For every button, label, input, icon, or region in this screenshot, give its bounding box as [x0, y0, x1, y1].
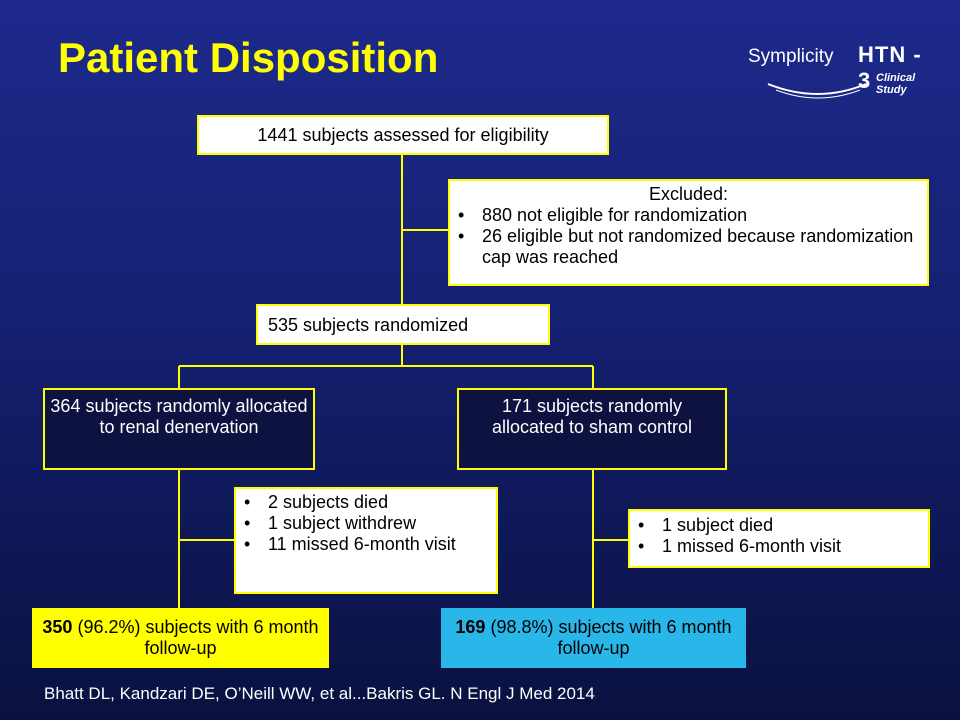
- renal-loss-item: 2 subjects died: [236, 492, 490, 513]
- excluded-item: 880 not eligible for randomization: [450, 205, 927, 226]
- renal-denervation-label: 364 subjects randomly allocated to renal…: [50, 396, 308, 437]
- logo-study: HTN - 3: [858, 42, 922, 93]
- renal-losses-box: 2 subjects died 1 subject withdrew 11 mi…: [234, 487, 498, 594]
- renal-denervation-box: 364 subjects randomly allocated to renal…: [43, 388, 315, 470]
- renal-followup-label: (96.2%) subjects with 6 month follow-up: [72, 617, 319, 658]
- renal-followup-count: 350: [42, 617, 73, 637]
- randomized-label: 535 subjects randomized: [268, 315, 469, 335]
- sham-losses-box: 1 subject died 1 missed 6-month visit: [628, 509, 930, 568]
- sham-loss-item: 1 missed 6-month visit: [630, 536, 928, 557]
- excluded-heading: Excluded:: [648, 184, 729, 204]
- sham-control-label: 171 subjects randomly allocated to sham …: [491, 396, 693, 437]
- excluded-box: Excluded: 880 not eligible for randomiza…: [448, 179, 929, 286]
- logo-swoosh-icon: [767, 83, 867, 99]
- logo-brand: Symplicity: [748, 46, 834, 67]
- citation: Bhatt DL, Kandzari DE, O’Neill WW, et al…: [44, 684, 595, 703]
- renal-followup-box: 350 (96.2%) subjects with 6 month follow…: [32, 608, 329, 668]
- renal-loss-item: 11 missed 6-month visit: [236, 534, 490, 555]
- sham-followup-count: 169: [455, 617, 486, 637]
- sham-followup-label: (98.8%) subjects with 6 month follow-up: [485, 617, 732, 658]
- renal-loss-item: 1 subject withdrew: [236, 513, 490, 534]
- assessed-box: 1441 subjects assessed for eligibility: [197, 115, 609, 155]
- symplicity-logo: Symplicity HTN - 3 Clinical Study: [748, 40, 938, 104]
- sham-loss-item: 1 subject died: [630, 515, 928, 536]
- sham-followup-box: 169 (98.8%) subjects with 6 month follow…: [441, 608, 746, 668]
- sham-control-box: 171 subjects randomly allocated to sham …: [457, 388, 727, 470]
- assessed-label: 1441 subjects assessed for eligibility: [257, 125, 549, 145]
- logo-sub: Clinical Study: [876, 72, 916, 96]
- randomized-box: 535 subjects randomized: [256, 304, 550, 345]
- excluded-item: 26 eligible but not randomized because r…: [450, 226, 927, 268]
- page-title: Patient Disposition: [58, 34, 439, 81]
